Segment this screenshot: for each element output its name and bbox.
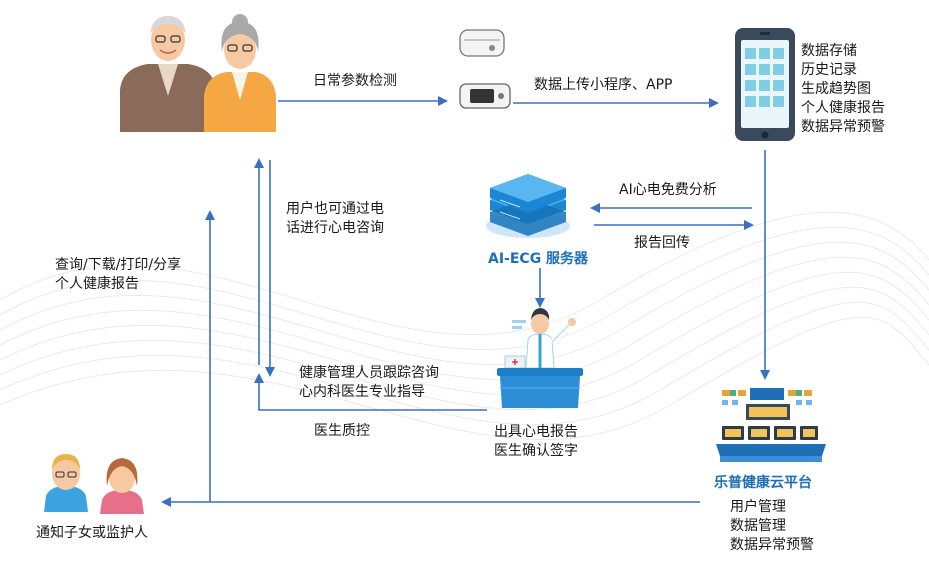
- health-manager-line: 健康管理人员跟踪咨询: [299, 365, 439, 381]
- family-icon: [44, 454, 144, 514]
- query-share-line: 个人健康报告: [55, 276, 139, 292]
- label-report-return: 报告回传: [634, 235, 690, 251]
- label-doctor-qc: 医生质控: [314, 423, 370, 439]
- flow-arrows: [161, 96, 770, 507]
- label-cloud-platform: 乐普健康云平台: [714, 475, 812, 491]
- phone-feature-item: 数据异常预警: [801, 119, 885, 135]
- label-daily-detection: 日常参数检测: [313, 73, 397, 89]
- issue-report-line: 出具心电报告: [494, 424, 578, 440]
- ecg-device-icon: [459, 29, 511, 109]
- cloud-features: 用户管理 数据管理 数据异常预警: [730, 498, 814, 555]
- health-manager-line: 心内科医生专业指导: [299, 384, 425, 400]
- cloud-feature-item: 数据管理: [730, 518, 786, 534]
- label-ai-server: AI-ECG 服务器: [488, 251, 589, 267]
- smartphone-icon: [735, 28, 795, 141]
- label-health-manager: 健康管理人员跟踪咨询 心内科医生专业指导: [299, 364, 439, 402]
- label-phone-consult: 用户也可通过电 话进行心电咨询: [286, 200, 384, 238]
- label-notify: 通知子女或监护人: [36, 525, 148, 541]
- label-ai-free-analysis: AI心电免费分析: [619, 182, 717, 198]
- query-share-line: 查询/下载/打印/分享: [55, 257, 182, 273]
- doctor-desk-icon: [497, 308, 583, 408]
- phone-consult-line: 用户也可通过电: [286, 201, 384, 217]
- phone-feature-item: 生成趋势图: [801, 81, 871, 97]
- label-query-share: 查询/下载/打印/分享 个人健康报告: [55, 256, 181, 294]
- issue-report-line: 医生确认签字: [494, 443, 578, 459]
- phone-feature-item: 历史记录: [801, 62, 857, 78]
- phone-features: 数据存储 历史记录 生成趋势图 个人健康报告 数据异常预警: [801, 42, 885, 137]
- cloud-platform-icon: [716, 388, 826, 462]
- cloud-feature-item: 用户管理: [730, 499, 786, 515]
- phone-feature-item: 个人健康报告: [801, 100, 885, 116]
- server-icon: [486, 174, 570, 238]
- label-issue-report: 出具心电报告 医生确认签字: [494, 423, 578, 461]
- arrow-doctor-to-user: [254, 373, 487, 411]
- label-upload: 数据上传小程序、APP: [534, 77, 673, 93]
- cloud-feature-item: 数据异常预警: [730, 537, 814, 553]
- elderly-couple-icon: [120, 14, 276, 132]
- phone-consult-line: 话进行心电咨询: [286, 220, 384, 236]
- phone-feature-item: 数据存储: [801, 43, 857, 59]
